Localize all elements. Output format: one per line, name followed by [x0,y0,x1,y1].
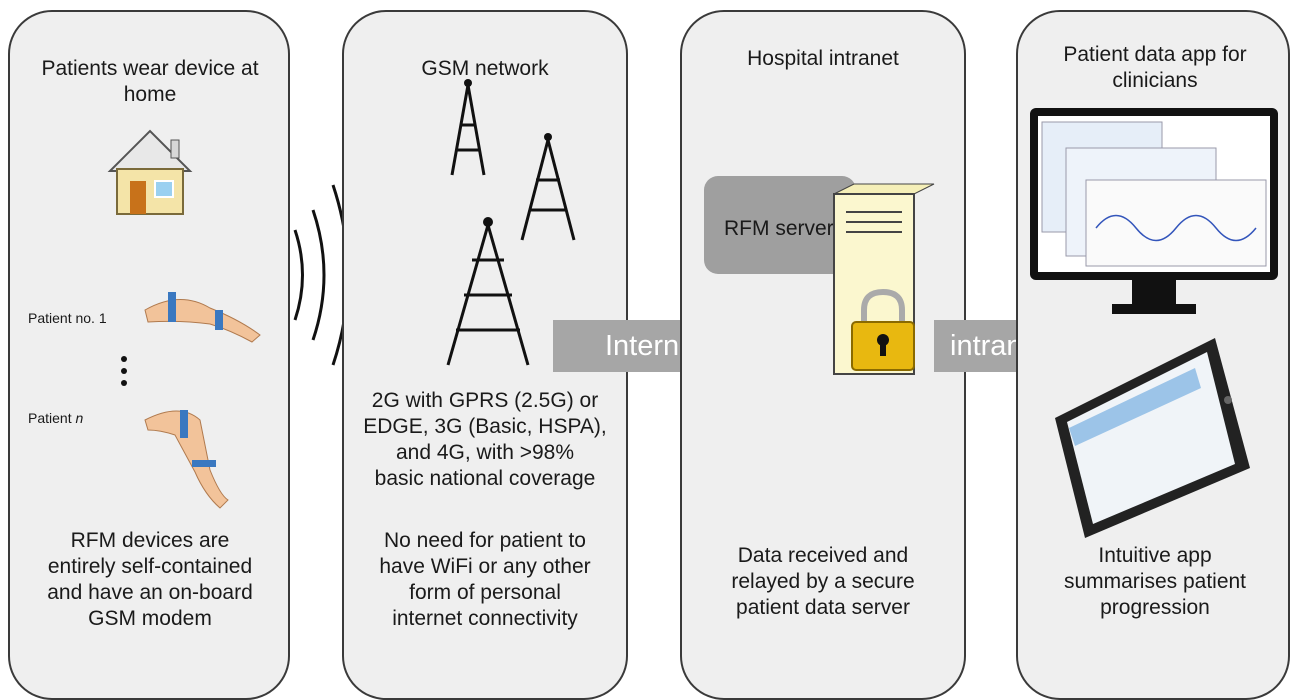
panel-patients-caption: RFM devices are entirely self-contained … [47,529,253,630]
ellipsis-dots [121,356,127,386]
house-icon [107,129,193,215]
panel-gsm-caption-1: 2G with GPRS (2.5G) or EDGE, 3G (Basic, … [363,389,607,490]
cell-tower-icon [446,79,576,366]
panel-clinicians-title: Patient data app for clinicians [1063,43,1247,92]
panel-hospital-title: Hospital intranet [747,47,899,70]
leg-patient-n [144,410,229,509]
panel-hospital [680,10,966,700]
tablet-icon [1055,338,1250,538]
monitor-icon [1030,108,1278,314]
leg-patient-1 [144,292,261,343]
panel-hospital-caption: Data received and relayed by a secure pa… [731,544,915,619]
patient-1-label: Patient no. 1 [28,310,107,326]
panel-gsm-title: GSM network [421,57,549,80]
panel-gsm-caption-2: No need for patient to have WiFi or any … [379,529,591,630]
patient-n-label: Patient n [28,410,84,426]
panel-patients [8,10,290,700]
rfm-server-label: RFM server [724,217,834,240]
panel-clinicians-caption: Intuitive app summarises patient progres… [1063,544,1247,619]
rfm-server-box: RFM server [704,176,856,274]
lock-icon [851,288,915,371]
panel-patients-title: Patients wear device at home [41,57,259,106]
